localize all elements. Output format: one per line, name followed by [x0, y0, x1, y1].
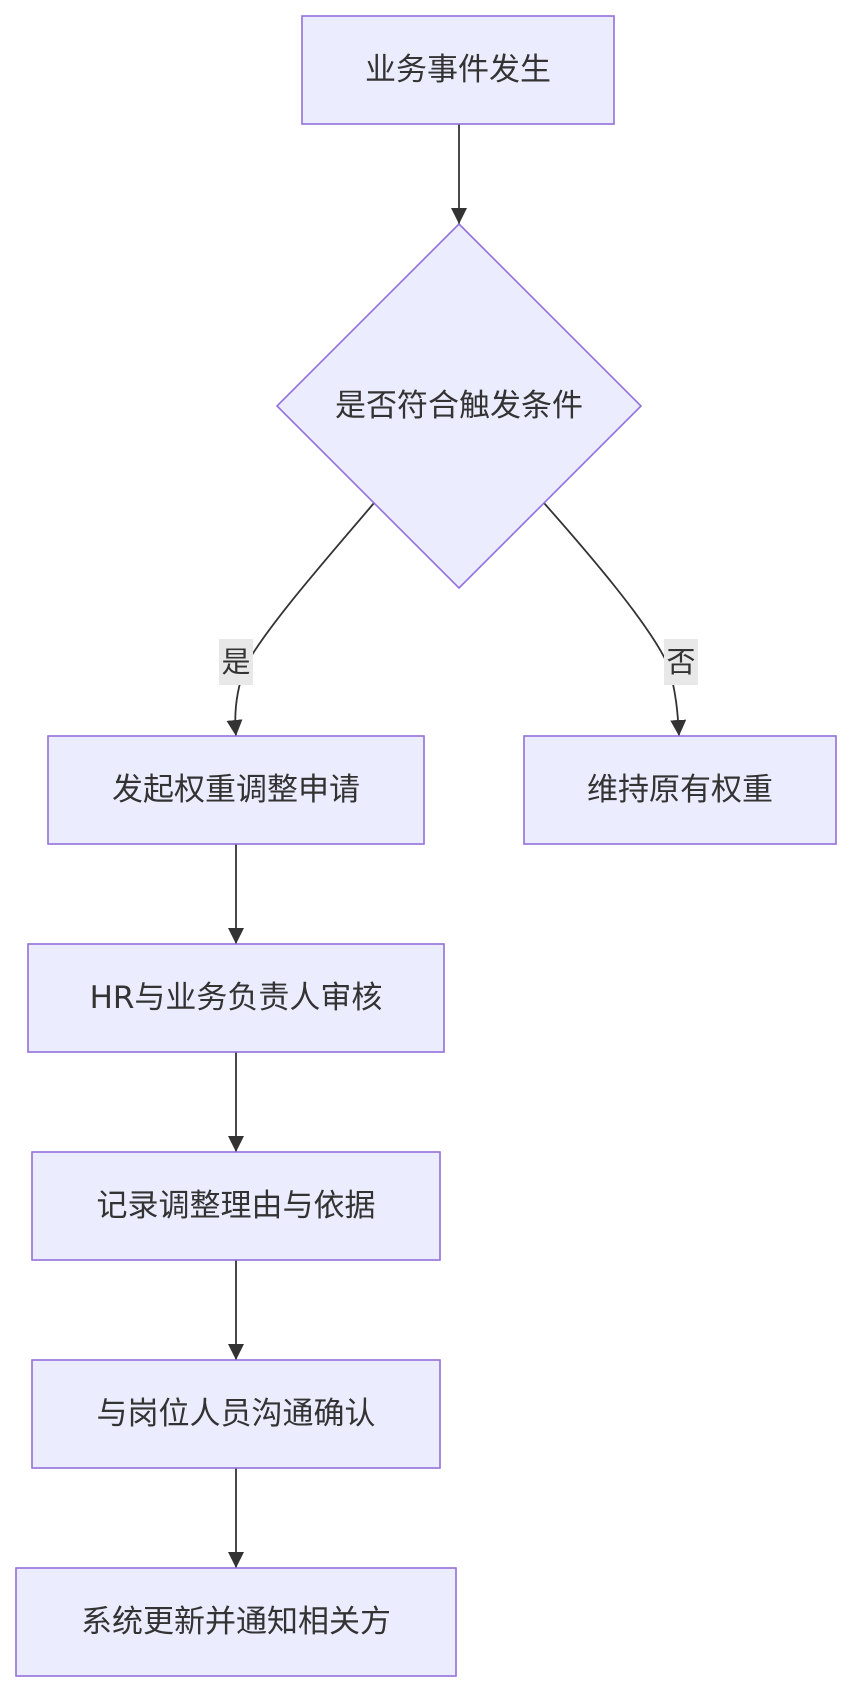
node-notify-label: 系统更新并通知相关方 [81, 1604, 391, 1640]
node-start-label: 业务事件发生 [365, 52, 551, 88]
node-communicate-label: 与岗位人员沟通确认 [97, 1396, 376, 1432]
node-apply-label: 发起权重调整申请 [112, 772, 360, 808]
node-review-label: HR与业务负责人审核 [90, 980, 383, 1016]
edges [226, 124, 687, 1568]
node-communicate: 与岗位人员沟通确认 [31, 1359, 441, 1469]
edge-label-yes: 是 [221, 645, 250, 679]
edge-label-no-group: 否 [664, 639, 698, 685]
node-notify: 系统更新并通知相关方 [15, 1567, 457, 1677]
node-decision: 是否符合触发条件 [275, 222, 643, 590]
node-apply: 发起权重调整申请 [47, 735, 425, 845]
edge-decision-to-apply [226, 502, 375, 737]
node-review: HR与业务负责人审核 [27, 943, 445, 1053]
node-keep: 维持原有权重 [523, 735, 837, 845]
edge-label-no: 否 [666, 645, 695, 679]
node-keep-label: 维持原有权重 [587, 772, 773, 808]
node-decision-label: 是否符合触发条件 [335, 388, 583, 424]
node-record: 记录调整理由与依据 [31, 1151, 441, 1261]
edge-decision-to-keep [543, 502, 687, 737]
node-record-label: 记录调整理由与依据 [97, 1188, 376, 1224]
edge-label-yes-group: 是 [219, 639, 253, 685]
node-start: 业务事件发生 [301, 15, 615, 125]
